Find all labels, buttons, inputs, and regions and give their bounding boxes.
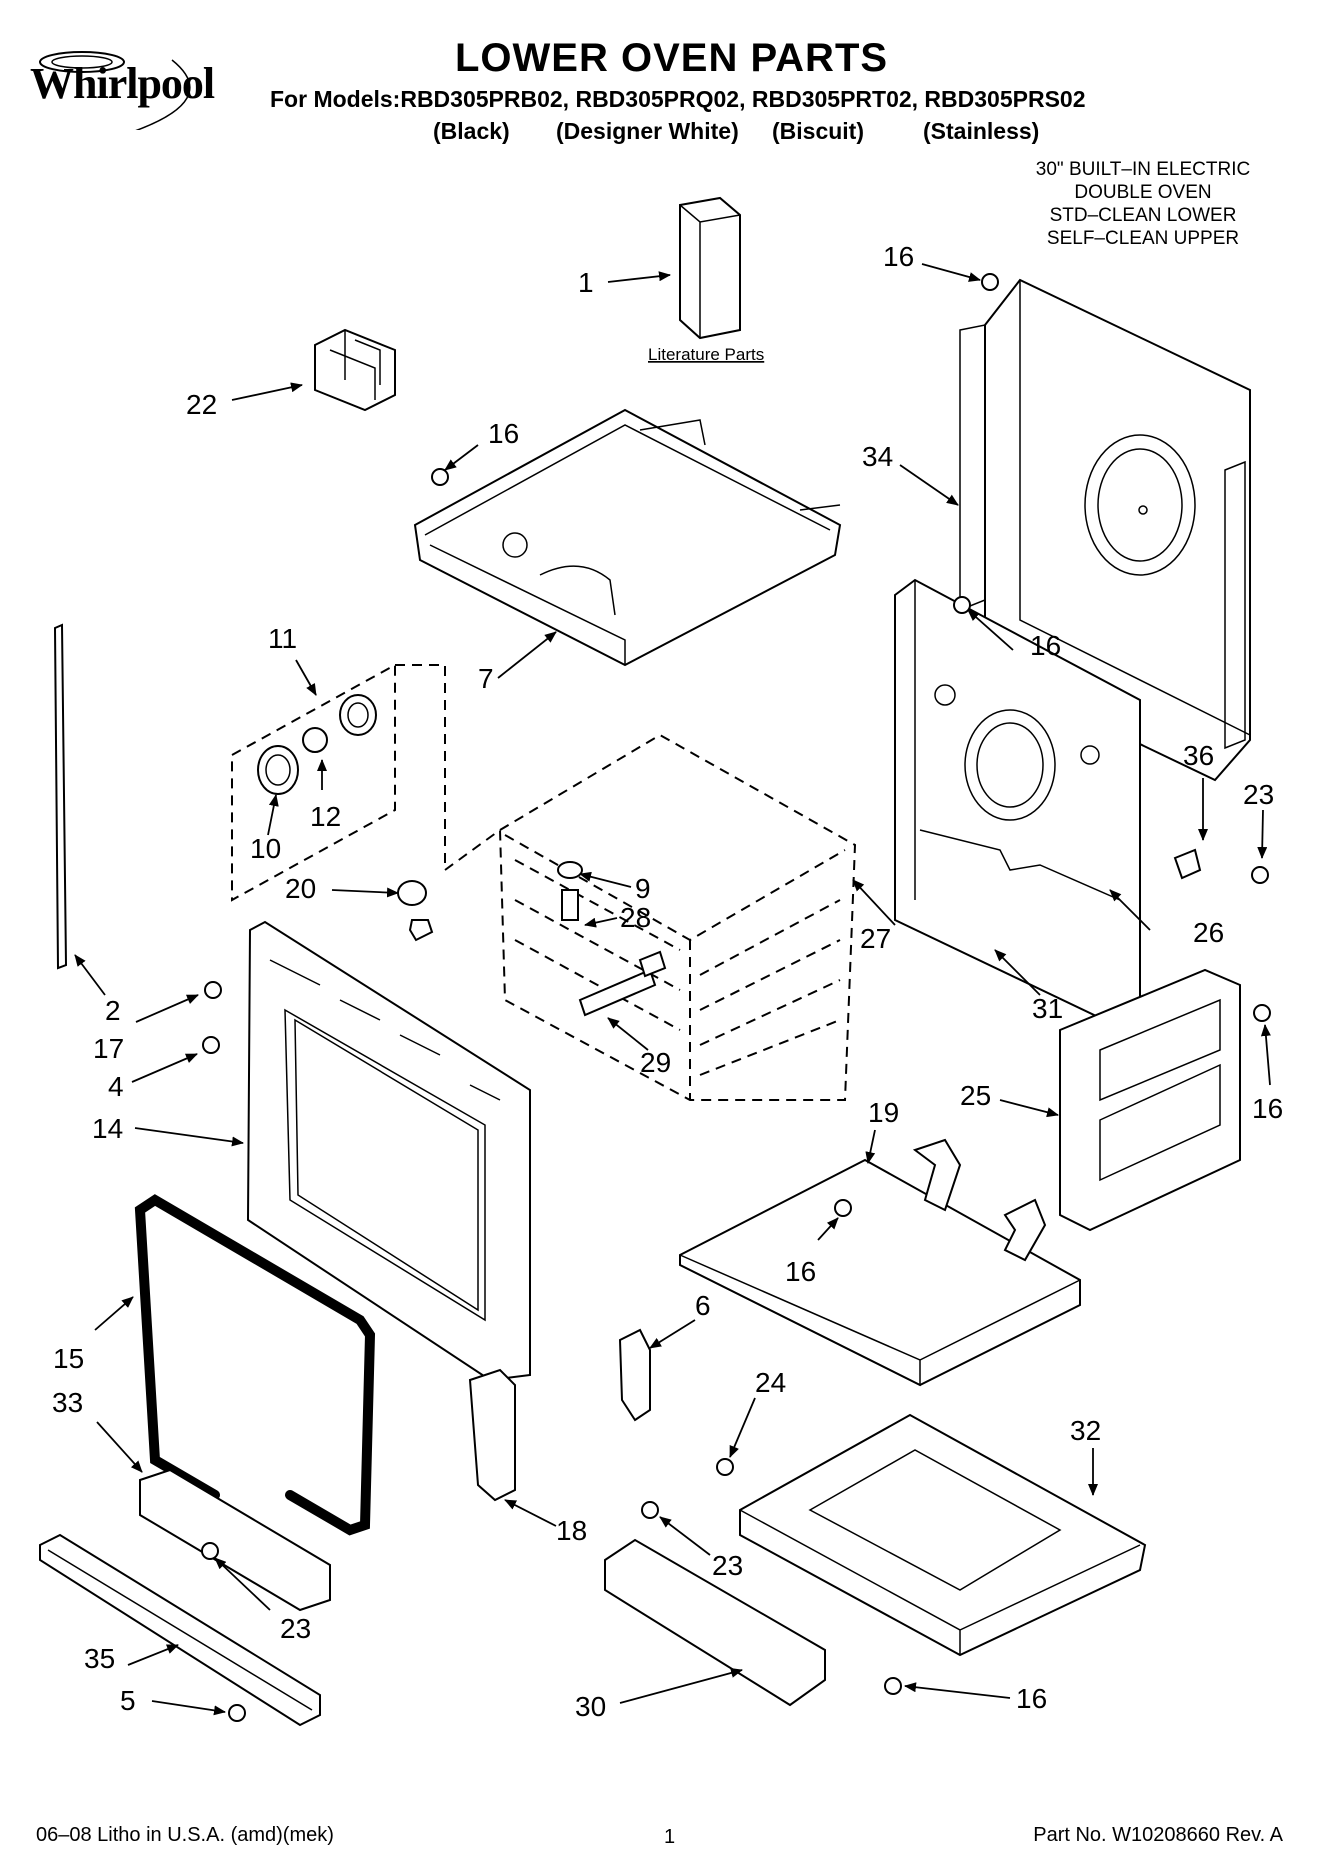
description-line: SELF–CLEAN UPPER <box>1046 228 1240 249</box>
part-label: 16 <box>883 241 914 272</box>
description-line: STD–CLEAN LOWER <box>1049 205 1237 226</box>
page-title: LOWER OVEN PARTS <box>455 36 889 80</box>
part-label: 23 <box>1243 779 1274 810</box>
part-label: 16 <box>1016 1683 1047 1714</box>
part-label: 22 <box>186 389 217 420</box>
description-line: 30" BUILT–IN ELECTRIC <box>1035 159 1251 180</box>
color-black: (Black) <box>433 118 510 144</box>
part-label: 28 <box>620 902 651 933</box>
part-label: 9 <box>635 873 651 904</box>
part-side-panel <box>1059 968 1241 1232</box>
part-labels: 1 16 22 16 34 7 16 11 36 23 12 10 9 20 2… <box>52 241 1283 1722</box>
part-bracket-22 <box>314 328 396 412</box>
part-small-components <box>408 861 667 1017</box>
part-oven-cavity <box>498 733 857 1101</box>
part-label: 29 <box>640 1047 671 1078</box>
color-biscuit: (Biscuit) <box>772 118 864 144</box>
color-designer-white: (Designer White) <box>556 118 739 144</box>
logo-swoosh-icon <box>39 51 191 133</box>
part-label: 26 <box>1193 917 1224 948</box>
description-line: DOUBLE OVEN <box>1074 182 1212 203</box>
part-bracket-6 <box>618 1328 651 1422</box>
literature-parts-label: Literature Parts <box>648 345 764 364</box>
part-label: 16 <box>1030 630 1061 661</box>
part-label: 16 <box>1252 1093 1283 1124</box>
part-top-panel <box>413 408 842 667</box>
part-strip-2 <box>53 623 68 970</box>
models-line: For Models:RBD305PRB02, RBD305PRQ02, RBD… <box>270 86 1086 112</box>
part-label: 5 <box>120 1685 136 1716</box>
part-label: 2 <box>105 995 121 1026</box>
part-label: 33 <box>52 1387 83 1418</box>
part-clip-18 <box>468 1368 516 1502</box>
part-label: 24 <box>755 1367 786 1398</box>
footer-litho: 06–08 Litho in U.S.A. (amd)(mek) <box>36 1824 334 1846</box>
footer-page-number: 1 <box>664 1826 676 1848</box>
part-label: 10 <box>250 833 281 864</box>
part-control-group <box>231 663 501 902</box>
part-label: 27 <box>860 923 891 954</box>
color-stainless: (Stainless) <box>923 118 1040 144</box>
part-literature <box>679 196 741 340</box>
part-label: 20 <box>285 873 316 904</box>
leader-arrows <box>74 263 1271 1716</box>
part-label: 11 <box>268 623 297 654</box>
part-label: 25 <box>960 1080 991 1111</box>
part-label: 1 <box>578 267 594 298</box>
part-label: 35 <box>84 1643 115 1674</box>
part-gasket <box>134 1194 376 1536</box>
screws <box>201 273 1271 1722</box>
part-label: 32 <box>1070 1415 1101 1446</box>
part-label: 7 <box>478 663 494 694</box>
part-front-frame <box>246 920 531 1382</box>
part-label: 15 <box>53 1343 84 1374</box>
part-label: 23 <box>280 1613 311 1644</box>
part-label: 34 <box>862 441 893 472</box>
part-rear-wall <box>894 578 1141 1027</box>
part-label: 6 <box>695 1290 711 1321</box>
part-label: 36 <box>1183 740 1214 771</box>
product-description: 30" BUILT–IN ELECTRIC DOUBLE OVEN STD–CL… <box>993 158 1293 250</box>
part-cover <box>679 1138 1081 1387</box>
part-tray <box>739 1413 1147 1657</box>
part-label: 19 <box>868 1097 899 1128</box>
part-kick-plate <box>604 1538 826 1707</box>
part-label: 30 <box>575 1691 606 1722</box>
part-label: 17 <box>93 1033 124 1064</box>
part-label: 23 <box>712 1550 743 1581</box>
brand-logo <box>22 40 262 133</box>
part-label: 31 <box>1032 993 1063 1024</box>
part-label: 14 <box>92 1113 123 1144</box>
part-label: 18 <box>556 1515 587 1546</box>
part-plug-20 <box>397 880 427 906</box>
part-label: 4 <box>108 1071 124 1102</box>
part-label: 12 <box>310 801 341 832</box>
part-bottom-trim <box>39 1533 321 1727</box>
part-bracket-33 <box>139 1468 331 1612</box>
brand-name: Whirlpool <box>30 59 215 108</box>
footer-part-number: Part No. W10208660 Rev. A <box>1033 1824 1283 1846</box>
part-label: 16 <box>488 418 519 449</box>
part-label: 16 <box>785 1256 816 1287</box>
